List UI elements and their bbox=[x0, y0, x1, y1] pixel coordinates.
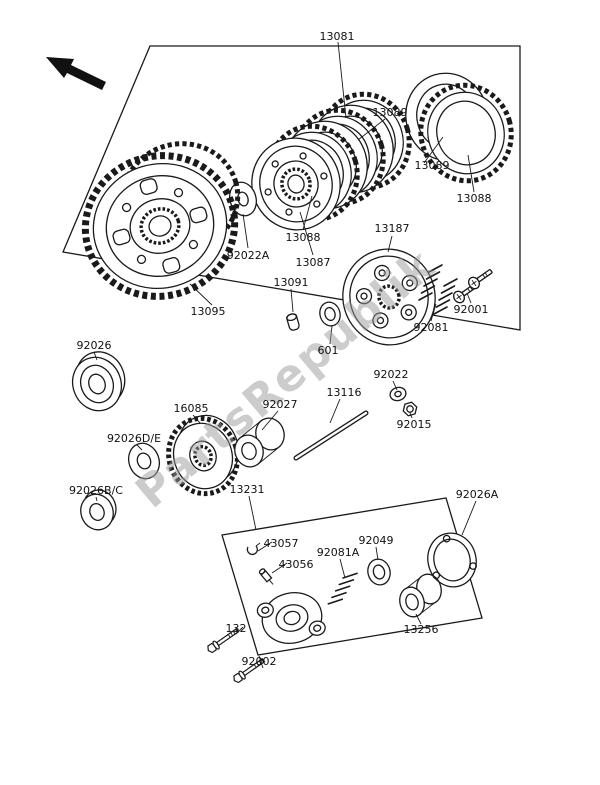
fitting-43056 bbox=[258, 568, 274, 585]
washer-92022 bbox=[389, 386, 407, 402]
part-label-92081a: 92081A bbox=[317, 546, 360, 559]
part-label-92002: 92002 bbox=[242, 655, 277, 668]
part-label-13088a: 13088 bbox=[457, 192, 492, 205]
release-lever-body bbox=[256, 592, 326, 644]
part-label-43057: 43057 bbox=[264, 537, 299, 550]
part-label-92026bc: 92026B/C bbox=[69, 484, 123, 497]
friction-plate-13088-single bbox=[418, 82, 514, 184]
washer-92026de bbox=[127, 442, 161, 480]
part-label-601: 601 bbox=[318, 344, 339, 357]
main-assembly-box bbox=[62, 45, 521, 331]
release-assembly-box bbox=[221, 497, 483, 656]
bushing-601 bbox=[319, 301, 341, 327]
part-labels: 13081 13089 13089 13088 13088 13087 1318… bbox=[69, 30, 499, 668]
part-label-13256: 13256 bbox=[404, 623, 439, 636]
clip-43057 bbox=[246, 542, 261, 556]
part-label-92081: 92081 bbox=[414, 321, 449, 334]
screws-92001 bbox=[453, 269, 493, 304]
part-label-43056: 43056 bbox=[279, 558, 314, 571]
part-label-132: 132 bbox=[226, 622, 247, 635]
part-label-92026de: 92026D/E bbox=[107, 432, 161, 445]
part-label-13081: 13081 bbox=[320, 30, 355, 43]
part-label-92026: 92026 bbox=[77, 339, 112, 352]
part-label-13089b: 13089 bbox=[415, 159, 450, 172]
part-label-13116: 13116 bbox=[327, 386, 362, 399]
part-label-92015: 92015 bbox=[397, 418, 432, 431]
part-label-92022: 92022 bbox=[374, 368, 409, 381]
part-label-13088b: 13088 bbox=[286, 231, 321, 244]
release-spring-92081a bbox=[327, 568, 358, 609]
part-label-92026a: 92026A bbox=[456, 488, 499, 501]
part-label-92049: 92049 bbox=[359, 534, 394, 547]
part-label-13095: 13095 bbox=[191, 305, 226, 318]
part-label-92022a: 92022A bbox=[227, 249, 270, 262]
clutch-housing-13095 bbox=[81, 152, 239, 300]
part-label-16085: 16085 bbox=[174, 402, 209, 415]
part-label-13089a: 13089 bbox=[373, 106, 408, 119]
push-rod-13116 bbox=[293, 410, 369, 461]
nut-92015 bbox=[402, 401, 418, 417]
part-label-13091: 13091 bbox=[274, 276, 309, 289]
part-label-13231: 13231 bbox=[230, 483, 265, 496]
seal-92049 bbox=[367, 558, 391, 586]
washer-92026bc bbox=[80, 489, 117, 531]
clutch-hub-13087 bbox=[251, 137, 341, 231]
part-label-92001: 92001 bbox=[454, 303, 489, 316]
push-piece-13091 bbox=[286, 313, 300, 331]
part-label-13187: 13187 bbox=[375, 222, 410, 235]
bearing-13256 bbox=[399, 573, 442, 618]
bearing-92026 bbox=[71, 351, 126, 412]
part-label-92027: 92027 bbox=[263, 398, 298, 411]
spacer-92027 bbox=[234, 417, 285, 468]
housing-back-gear bbox=[119, 141, 241, 255]
leader-lines bbox=[93, 41, 477, 669]
direction-arrow-icon bbox=[46, 57, 106, 90]
cover-gasket-92026a bbox=[427, 532, 477, 588]
part-label-13087: 13087 bbox=[296, 256, 331, 269]
